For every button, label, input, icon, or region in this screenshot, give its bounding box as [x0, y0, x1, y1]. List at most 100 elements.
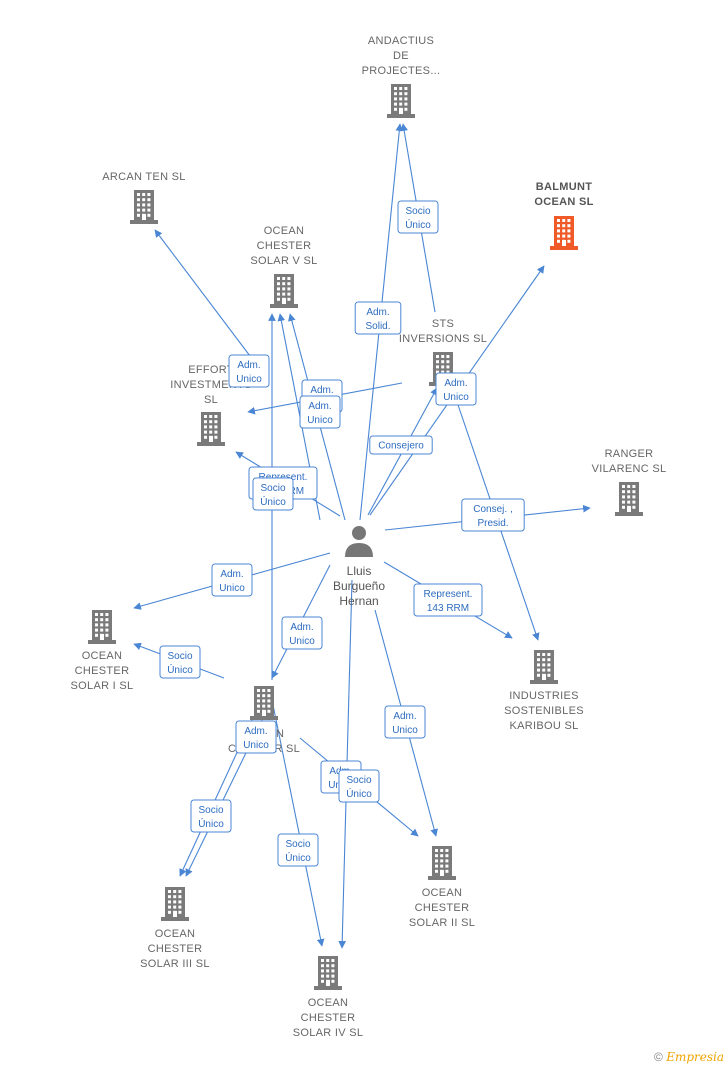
company-label-line: SOLAR III SL — [140, 958, 210, 970]
company-label-line: SOLAR II SL — [409, 917, 475, 929]
building-icon — [550, 216, 578, 250]
company-node-ocs5[interactable]: OCEAN CHESTER SOLAR V SL — [250, 225, 317, 308]
company-label-line: SOLAR I SL — [71, 680, 134, 692]
edge-label-text: Unico — [443, 392, 469, 403]
company-label-line: OCEAN — [264, 225, 305, 237]
company-label-line: CHESTER — [75, 665, 130, 677]
edge-label-e7[interactable]: Consejero — [369, 435, 433, 455]
edge-label-text: Único — [405, 218, 431, 231]
company-label-line: INDUSTRIES — [509, 690, 579, 702]
building-icon — [197, 412, 225, 446]
person-name-line: Hernan — [339, 594, 378, 608]
company-label-line: ANDACTIUS — [368, 35, 434, 47]
company-label-line: CHESTER — [257, 240, 312, 252]
company-label-line: INVERSIONS SL — [399, 333, 487, 345]
company-label-line: OCEAN — [155, 928, 196, 940]
edge-label-text: Consejero — [378, 441, 424, 452]
edge-label-text: Único — [198, 817, 224, 830]
company-label-line: ARCAN TEN SL — [102, 171, 185, 183]
company-label-line: CHESTER — [301, 1012, 356, 1024]
company-node-ranger[interactable]: RANGER VILARENC SL — [592, 448, 667, 516]
company-node-arcan[interactable]: ARCAN TEN SL — [102, 171, 185, 224]
edge-label-text: Único — [260, 495, 286, 508]
building-icon — [270, 274, 298, 308]
building-icon — [161, 887, 189, 921]
relation-edge — [154, 229, 251, 357]
edge-label-e13[interactable]: Adm. Unico — [281, 616, 323, 650]
company-node-ocs3[interactable]: OCEAN CHESTER SOLAR III SL — [140, 887, 210, 970]
edge-label-text: Adm. — [220, 569, 243, 580]
edge-label-text: Adm. — [290, 622, 313, 633]
company-node-ocs2[interactable]: OCEAN CHESTER SOLAR II SL — [409, 846, 475, 929]
edge-label-text: Adm. — [237, 360, 260, 371]
building-icon — [530, 650, 558, 684]
edge-label-e10[interactable]: Consej. , Presid. — [461, 498, 525, 532]
company-label-line: BALMUNT — [536, 181, 592, 193]
company-label-line: VILARENC SL — [592, 463, 667, 475]
edge-label-text: Socio — [405, 206, 430, 217]
edge-label-e11[interactable]: Adm. Unico — [211, 563, 253, 597]
company-label-line: KARIBOU SL — [509, 720, 578, 732]
company-label-line: SOLAR V SL — [250, 255, 317, 267]
edge-label-text: Socio — [167, 651, 192, 662]
company-label-line: OCEAN — [422, 887, 463, 899]
edge-label-text: Unico — [392, 725, 418, 736]
company-node-andactius[interactable]: ANDACTIUSDEPROJECTES... — [362, 35, 441, 118]
edge-label-e5[interactable]: Adm. Unico — [299, 395, 341, 429]
edge-label-text: Solid. — [365, 321, 390, 332]
building-icon — [615, 482, 643, 516]
building-icon — [428, 846, 456, 880]
edge-label-text: Socio — [285, 839, 310, 850]
edge-label-text: Adm. — [366, 307, 389, 318]
edge-label-text: Adm. — [393, 711, 416, 722]
company-label-line: CHESTER — [415, 902, 470, 914]
company-label-line: OCEAN SL — [534, 196, 593, 208]
edge-label-text: 143 RRM — [427, 603, 469, 614]
company-label-line: RANGER — [605, 448, 654, 460]
person-name-line: Lluis — [347, 564, 372, 578]
company-label-line: STS — [432, 318, 454, 330]
edge-label-text: Consej. , — [473, 504, 512, 515]
company-label-line: SOLAR IV SL — [293, 1027, 364, 1039]
company-label-line: SL — [204, 394, 218, 406]
edge-label-text: Único — [285, 851, 311, 864]
edge-label-text: Unico — [243, 740, 269, 751]
edge-label-text: Único — [167, 663, 193, 676]
edge-label-text: Unico — [219, 583, 245, 594]
edge-label-e15[interactable]: Adm. Unico — [384, 705, 426, 739]
edge-label-text: Adm. — [444, 378, 467, 389]
building-icon — [250, 686, 278, 720]
company-node-balmunt[interactable]: BALMUNT OCEAN SL — [534, 181, 593, 250]
edge-label-e12[interactable]: Represent.143 RRM — [413, 583, 483, 617]
edge-label-text: Unico — [289, 636, 315, 647]
edge-label-text: Unico — [307, 415, 333, 426]
edge-label-text: Presid. — [477, 518, 508, 529]
brand-name: Empresia — [666, 1050, 724, 1064]
company-label-line: SOSTENIBLES — [504, 705, 584, 717]
company-label-line: CHESTER — [148, 943, 203, 955]
edge-label-e16[interactable]: Adm.Unico — [235, 720, 277, 754]
edge-label-text: Adm. — [310, 385, 333, 396]
relation-edge — [271, 699, 325, 947]
edge-label-text: Adm. — [308, 401, 331, 412]
company-node-karibou[interactable]: INDUSTRIES SOSTENIBLES KARIBOU SL — [504, 650, 584, 732]
edge-label-e3[interactable]: Adm.Unico — [228, 354, 270, 388]
edge-label-e6[interactable]: Adm. Unico — [435, 372, 477, 406]
edge-label-text: Socio — [260, 483, 285, 494]
footer-brand: © Empresia — [654, 1050, 724, 1064]
edge-label-e2[interactable]: Adm. Solid. — [354, 301, 402, 335]
building-icon — [387, 84, 415, 118]
copyright-symbol: © — [654, 1050, 663, 1064]
company-label-line: PROJECTES... — [362, 65, 441, 77]
company-label-line: EFFORT — [188, 364, 234, 376]
